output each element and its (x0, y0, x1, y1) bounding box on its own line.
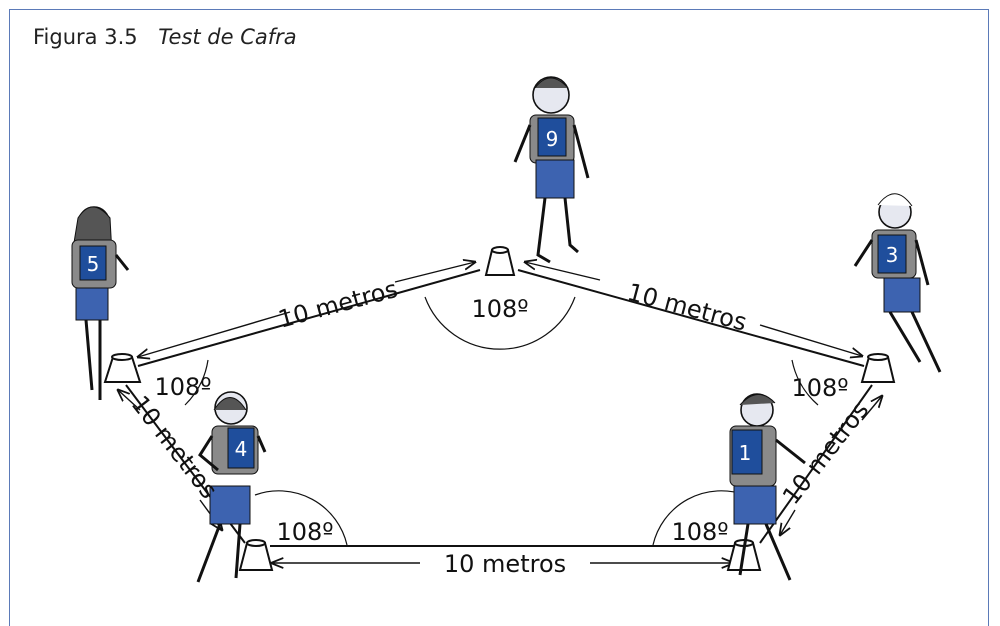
angle-label-bottom-left: 108º (276, 518, 333, 546)
angle-label-bottom-right: 108º (671, 518, 728, 546)
angle-arc-right (791, 359, 819, 406)
arrow-top-left (138, 311, 291, 357)
edge-top-left (137, 269, 481, 367)
arrow-right-2 (780, 509, 796, 535)
angle-arc-bottom-left (254, 490, 348, 546)
angle-arc-top (424, 296, 576, 350)
arrow-right (861, 396, 882, 421)
bib-number-3: 3 (886, 243, 899, 267)
player-4 (196, 391, 267, 583)
angle-arc-left (184, 359, 209, 406)
figure-number: Figura 3.5 (33, 25, 138, 49)
edge-right (759, 384, 873, 544)
player-1 (729, 393, 806, 581)
edge-top-right (517, 269, 865, 367)
distance-label-top-left: 10 metros (275, 275, 400, 334)
bib-number-1: 1 (739, 441, 752, 465)
player-5 (71, 206, 130, 400)
arrow-top-left-2 (394, 262, 475, 283)
distance-label-left: 10 metros (126, 390, 223, 504)
figure-frame (9, 9, 989, 626)
distance-label-bottom: 10 metros (444, 550, 566, 578)
angle-label-top: 108º (471, 295, 528, 323)
player-9 (513, 76, 590, 264)
arrow-top-right (525, 262, 601, 281)
figure-title: Test de Cafra (158, 25, 297, 49)
angle-arc-bottom-right (652, 490, 746, 546)
angle-label-left: 108º (154, 373, 211, 401)
angle-label-right: 108º (791, 374, 848, 402)
figure-caption: Figura 3.5 Test de Cafra (33, 25, 297, 49)
cone-icon (238, 542, 274, 571)
bib-number-9: 9 (546, 127, 559, 151)
distance-label-top-right: 10 metros (624, 278, 749, 337)
player-3 (853, 193, 942, 373)
arrow-left (118, 390, 141, 411)
arrow-top-right-2 (759, 324, 862, 356)
bib-number-5: 5 (87, 252, 100, 276)
bib-number-4: 4 (235, 437, 248, 461)
